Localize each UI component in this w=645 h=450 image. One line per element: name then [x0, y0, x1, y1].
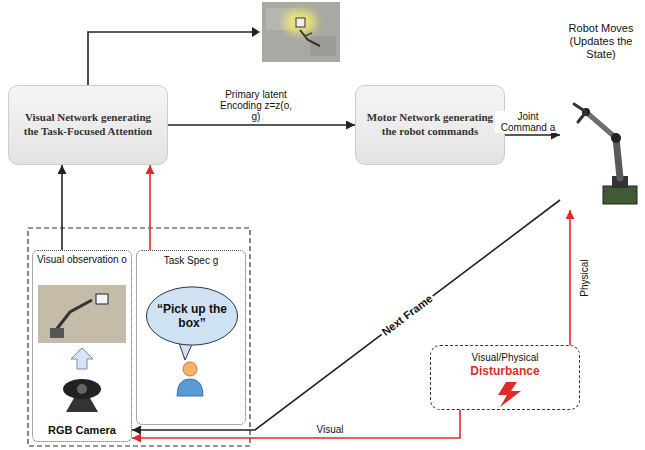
camera-photo — [38, 285, 126, 343]
node-text: Visual observation o — [37, 254, 127, 266]
arrowhead — [252, 27, 260, 37]
input-group — [28, 228, 250, 446]
photo-arm — [56, 300, 92, 330]
node-text: Task Spec g — [164, 255, 218, 267]
robot-link — [586, 112, 616, 138]
edge-label: Next Frame — [378, 291, 436, 339]
flow-arrow — [168, 124, 355, 126]
node-text: Robot Moves (Updates the State) — [562, 22, 640, 62]
bubble-shape — [146, 287, 237, 345]
node-text: Motor Network generating the robot comma… — [366, 111, 494, 139]
block-arrow — [71, 348, 93, 369]
robot-base — [603, 186, 637, 204]
flow-arrow — [132, 200, 560, 430]
camera-body — [63, 379, 101, 399]
camera-lens — [77, 384, 87, 394]
flow-arrow — [61, 165, 63, 250]
flow-arrow — [149, 165, 151, 250]
edge-label: Primary latent Encoding z=z(o, g) — [214, 89, 298, 122]
node-text: Visual Network generating the Task-Focus… — [19, 111, 157, 139]
network-box: Motor Network generating the robot comma… — [355, 85, 505, 165]
attention-image — [262, 2, 340, 62]
lightning-icon — [498, 382, 521, 407]
photo-base — [50, 328, 64, 338]
observation-box: Visual observation o RGB Camera — [32, 250, 132, 442]
person-body — [177, 379, 203, 396]
output-line — [88, 32, 252, 85]
node-text: Disturbance — [470, 364, 539, 379]
node-text: Visual/Physical — [471, 352, 538, 364]
node-text: RGB Camera — [48, 424, 116, 437]
flow-arrow — [132, 410, 460, 438]
task-spec-box: Task Spec g “Pick up the box” — [136, 250, 246, 425]
edge-label: Physical — [579, 257, 590, 298]
box-object — [296, 18, 305, 27]
photo-box — [96, 294, 108, 304]
person-head — [183, 362, 197, 376]
image-patch — [310, 36, 336, 56]
disturbance-box: Visual/PhysicalDisturbance — [430, 345, 580, 410]
edge-label: Visual — [314, 424, 345, 435]
robot-joint — [611, 133, 621, 143]
gripper-shape — [300, 30, 320, 46]
speech-bubble: “Pick up the box” — [145, 285, 239, 347]
network-box: Visual Network generating the Task-Focus… — [8, 85, 168, 165]
edge-label: Joint Command a — [495, 111, 561, 133]
robot-node: Robot Moves (Updates the State) — [560, 20, 642, 210]
robot-gripper — [574, 104, 586, 122]
flow-arrow — [569, 210, 571, 345]
node-text: “Pick up the box” — [157, 302, 227, 331]
gripper-shape — [305, 33, 312, 36]
robot-link — [616, 138, 620, 178]
flow-arrow — [505, 134, 560, 136]
camera-stand — [66, 398, 98, 412]
